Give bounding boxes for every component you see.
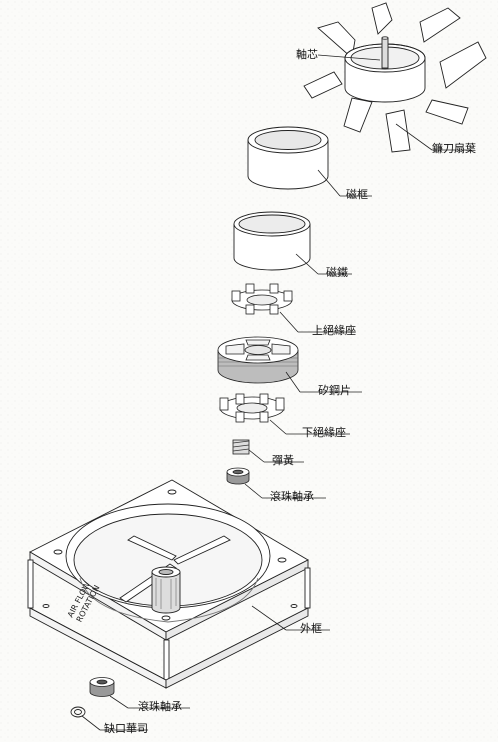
spring-part (232, 439, 250, 455)
ball-bearing-top-part (226, 467, 250, 485)
upper-insulator-part (231, 283, 293, 315)
label-lower-insulator: 下絕緣座 (302, 426, 346, 439)
leader-blades (395, 123, 433, 151)
magnet-part (233, 211, 311, 271)
leader-outer-frame (251, 605, 287, 631)
ball-bearing-bottom-part (89, 677, 115, 697)
leader-lower-insulator (269, 419, 287, 435)
label-outer-frame: 外框 (300, 622, 322, 635)
leader-upper-insulator (279, 311, 299, 333)
label-silicon-steel: 矽鋼片 (318, 384, 351, 397)
leader-ball-bearing-bottom (109, 695, 129, 709)
fan-impeller (303, 2, 487, 153)
label-shaft: 軸芯 (296, 48, 318, 61)
leader-silicon-steel (285, 371, 301, 393)
label-upper-insulator: 上絕緣座 (312, 324, 356, 337)
leader-magnet (295, 253, 319, 275)
silicon-steel-part (217, 336, 299, 384)
outer-frame-part (27, 479, 311, 689)
leader-spring (248, 449, 265, 463)
magnet-frame-part (247, 126, 329, 190)
label-ball-bearing-bottom: 滾珠軸承 (138, 700, 182, 713)
label-blades: 鐮刀扇葉 (432, 142, 476, 155)
lower-insulator-part (219, 393, 285, 423)
label-spring: 彈黃 (272, 454, 294, 467)
label-snap-ring: 缺口華司 (104, 722, 148, 735)
leader-snap-ring (81, 715, 101, 731)
leader-shaft (317, 54, 381, 61)
label-ball-bearing-top: 滾珠軸承 (270, 490, 314, 503)
label-magnet: 磁鐵 (326, 266, 348, 279)
snap-ring-part (70, 706, 86, 718)
label-magnet-frame: 磁框 (346, 188, 368, 201)
leader-ball-bearing-top (244, 483, 263, 499)
leader-magnet-frame (317, 169, 341, 197)
